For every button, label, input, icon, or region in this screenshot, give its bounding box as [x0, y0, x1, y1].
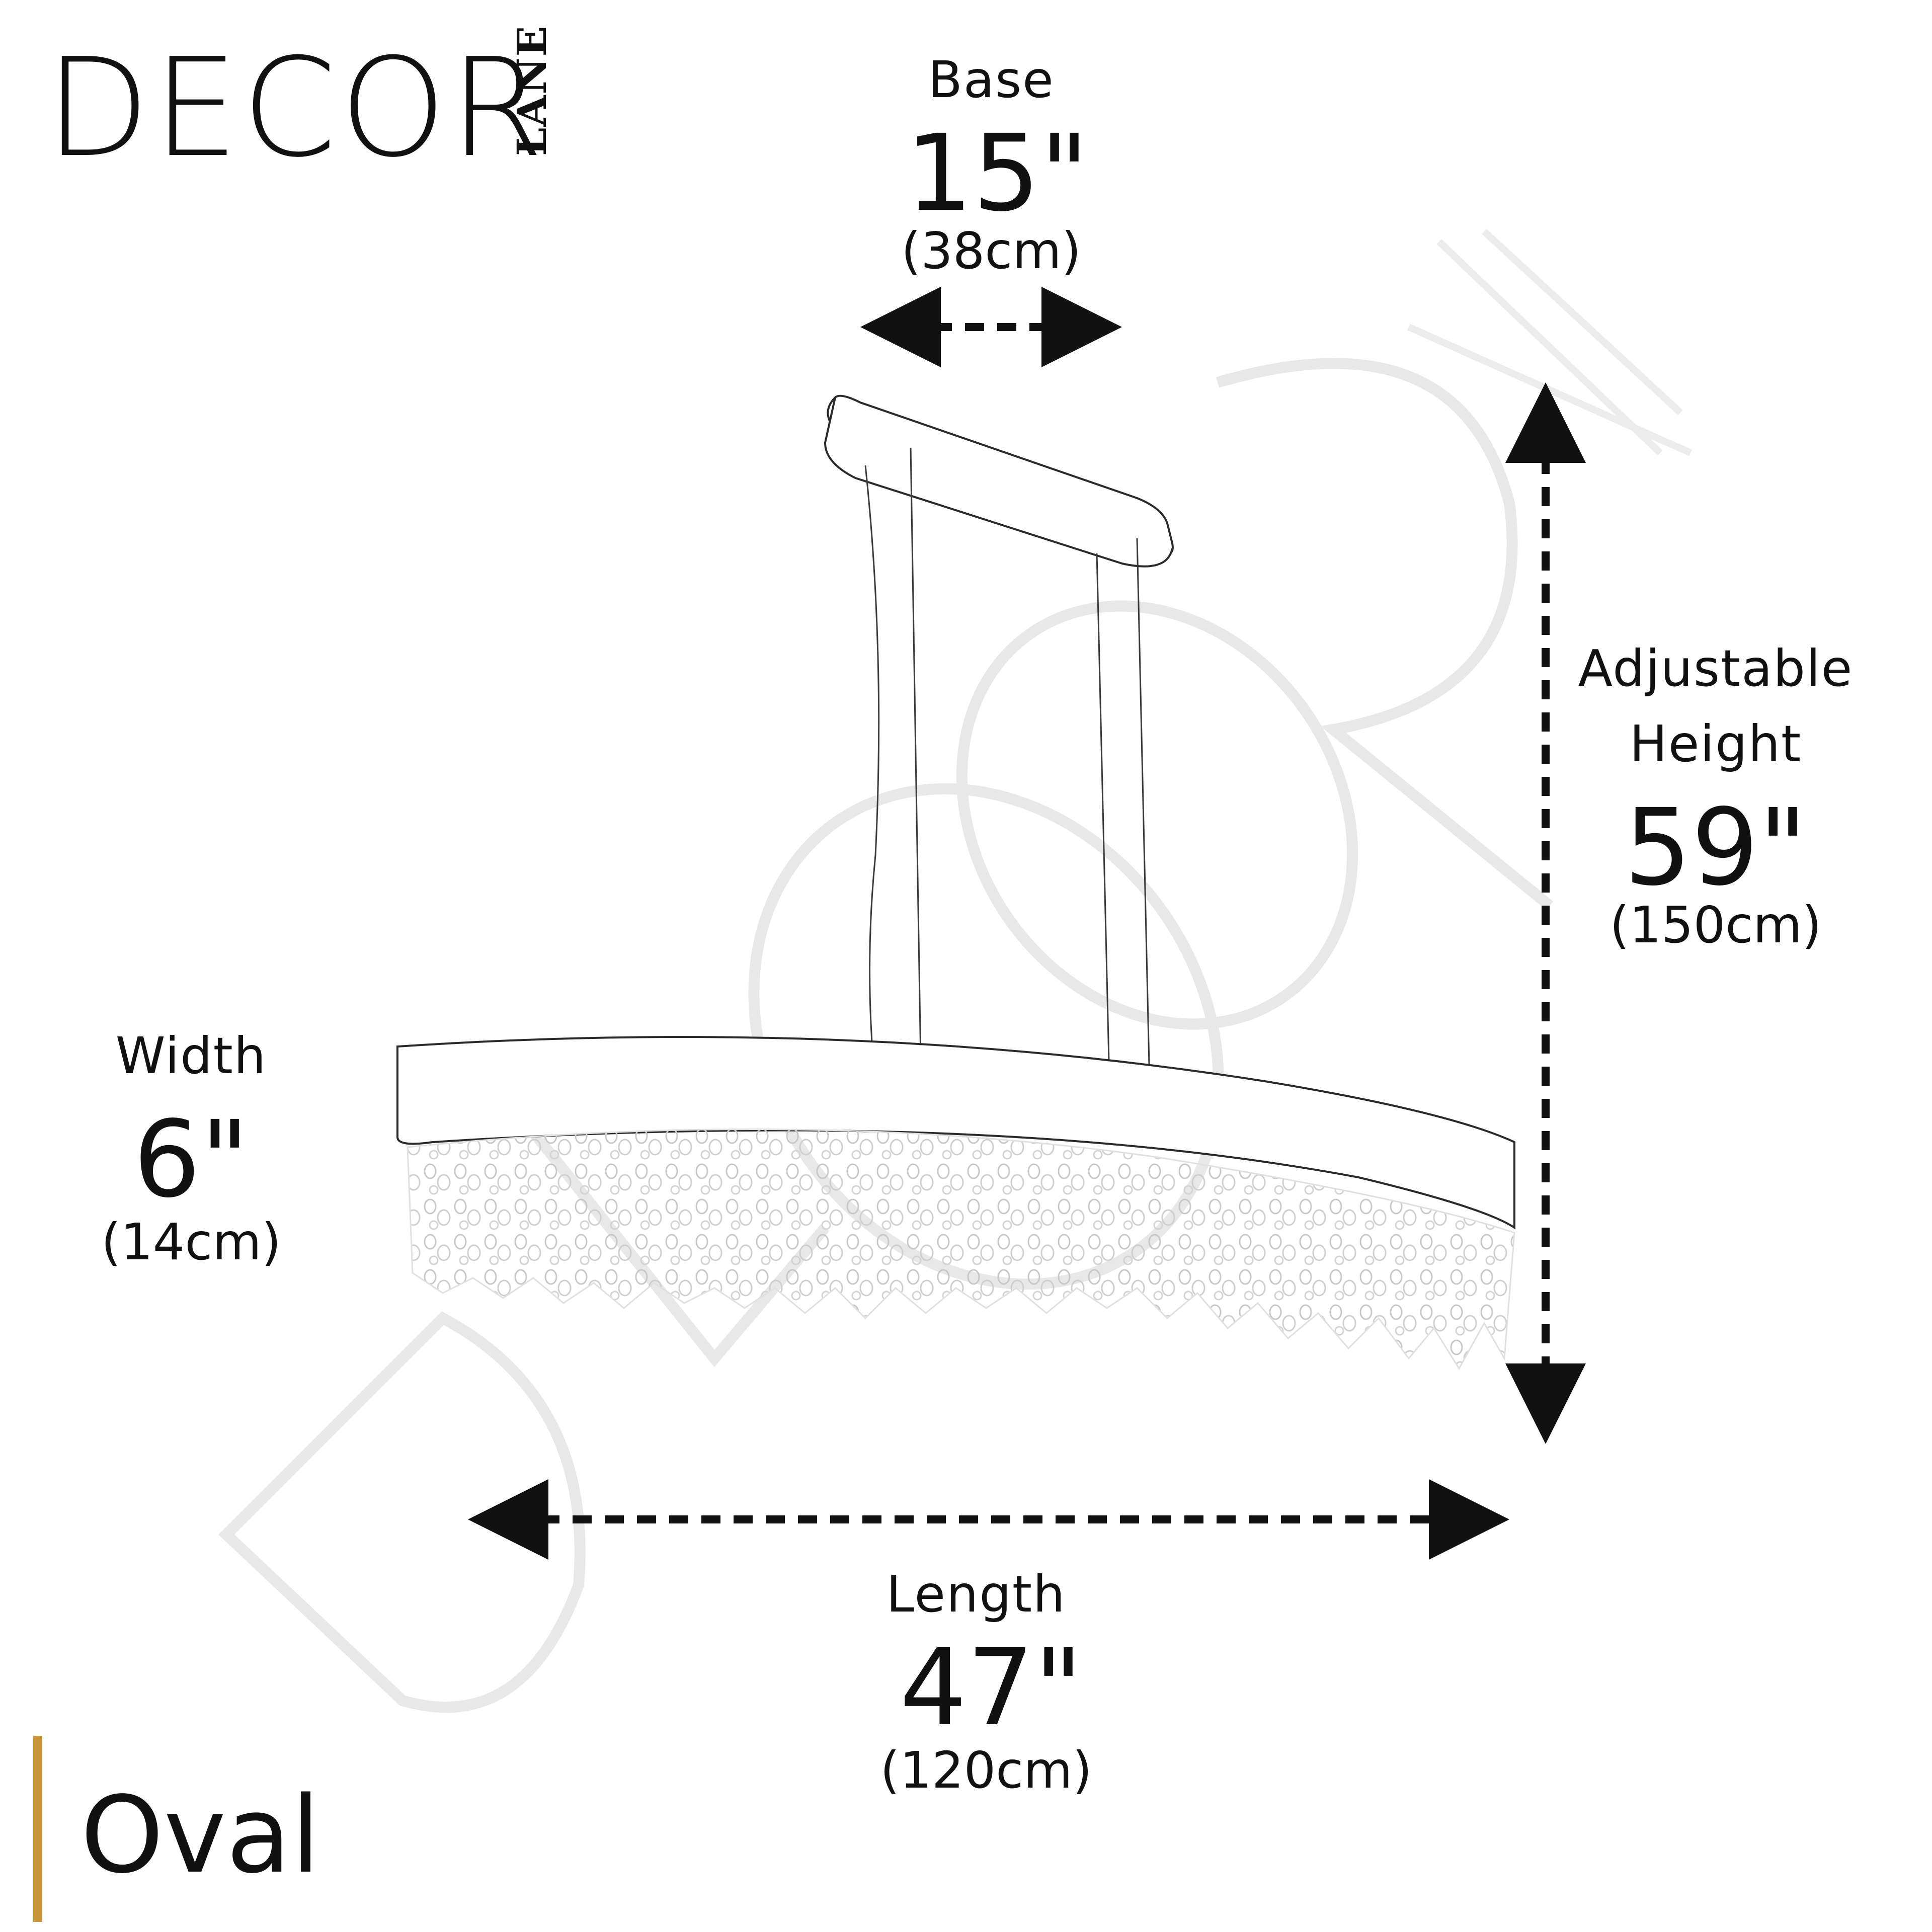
shape-label: Oval	[80, 1774, 320, 1897]
watermark-sub	[1407, 228, 1692, 456]
brand-logo: DECOR	[45, 29, 547, 187]
height-title-line2: Height	[1629, 714, 1802, 773]
base-title: Base	[928, 50, 1055, 109]
height-title-line1: Adjustable	[1578, 639, 1854, 698]
length-value: 47"	[900, 1626, 1083, 1749]
height-metric: (150cm)	[1609, 896, 1822, 954]
ceiling-base	[824, 394, 1174, 568]
width-metric: (14cm)	[101, 1213, 281, 1271]
length-metric: (120cm)	[880, 1741, 1092, 1800]
dimension-arrows	[468, 287, 1586, 1560]
width-value: 6"	[133, 1098, 250, 1221]
crystal-drops	[407, 1128, 1515, 1370]
length-title: Length	[886, 1565, 1066, 1624]
base-metric: (38cm)	[901, 221, 1081, 280]
width-title: Width	[115, 1026, 267, 1085]
suspension-cables	[864, 447, 1151, 1087]
base-value: 15"	[906, 112, 1089, 235]
brand-logo-sub: LANE	[508, 25, 555, 156]
height-value: 59"	[1624, 786, 1807, 909]
accent-bar	[33, 1736, 42, 1922]
watermark	[218, 358, 1553, 1713]
